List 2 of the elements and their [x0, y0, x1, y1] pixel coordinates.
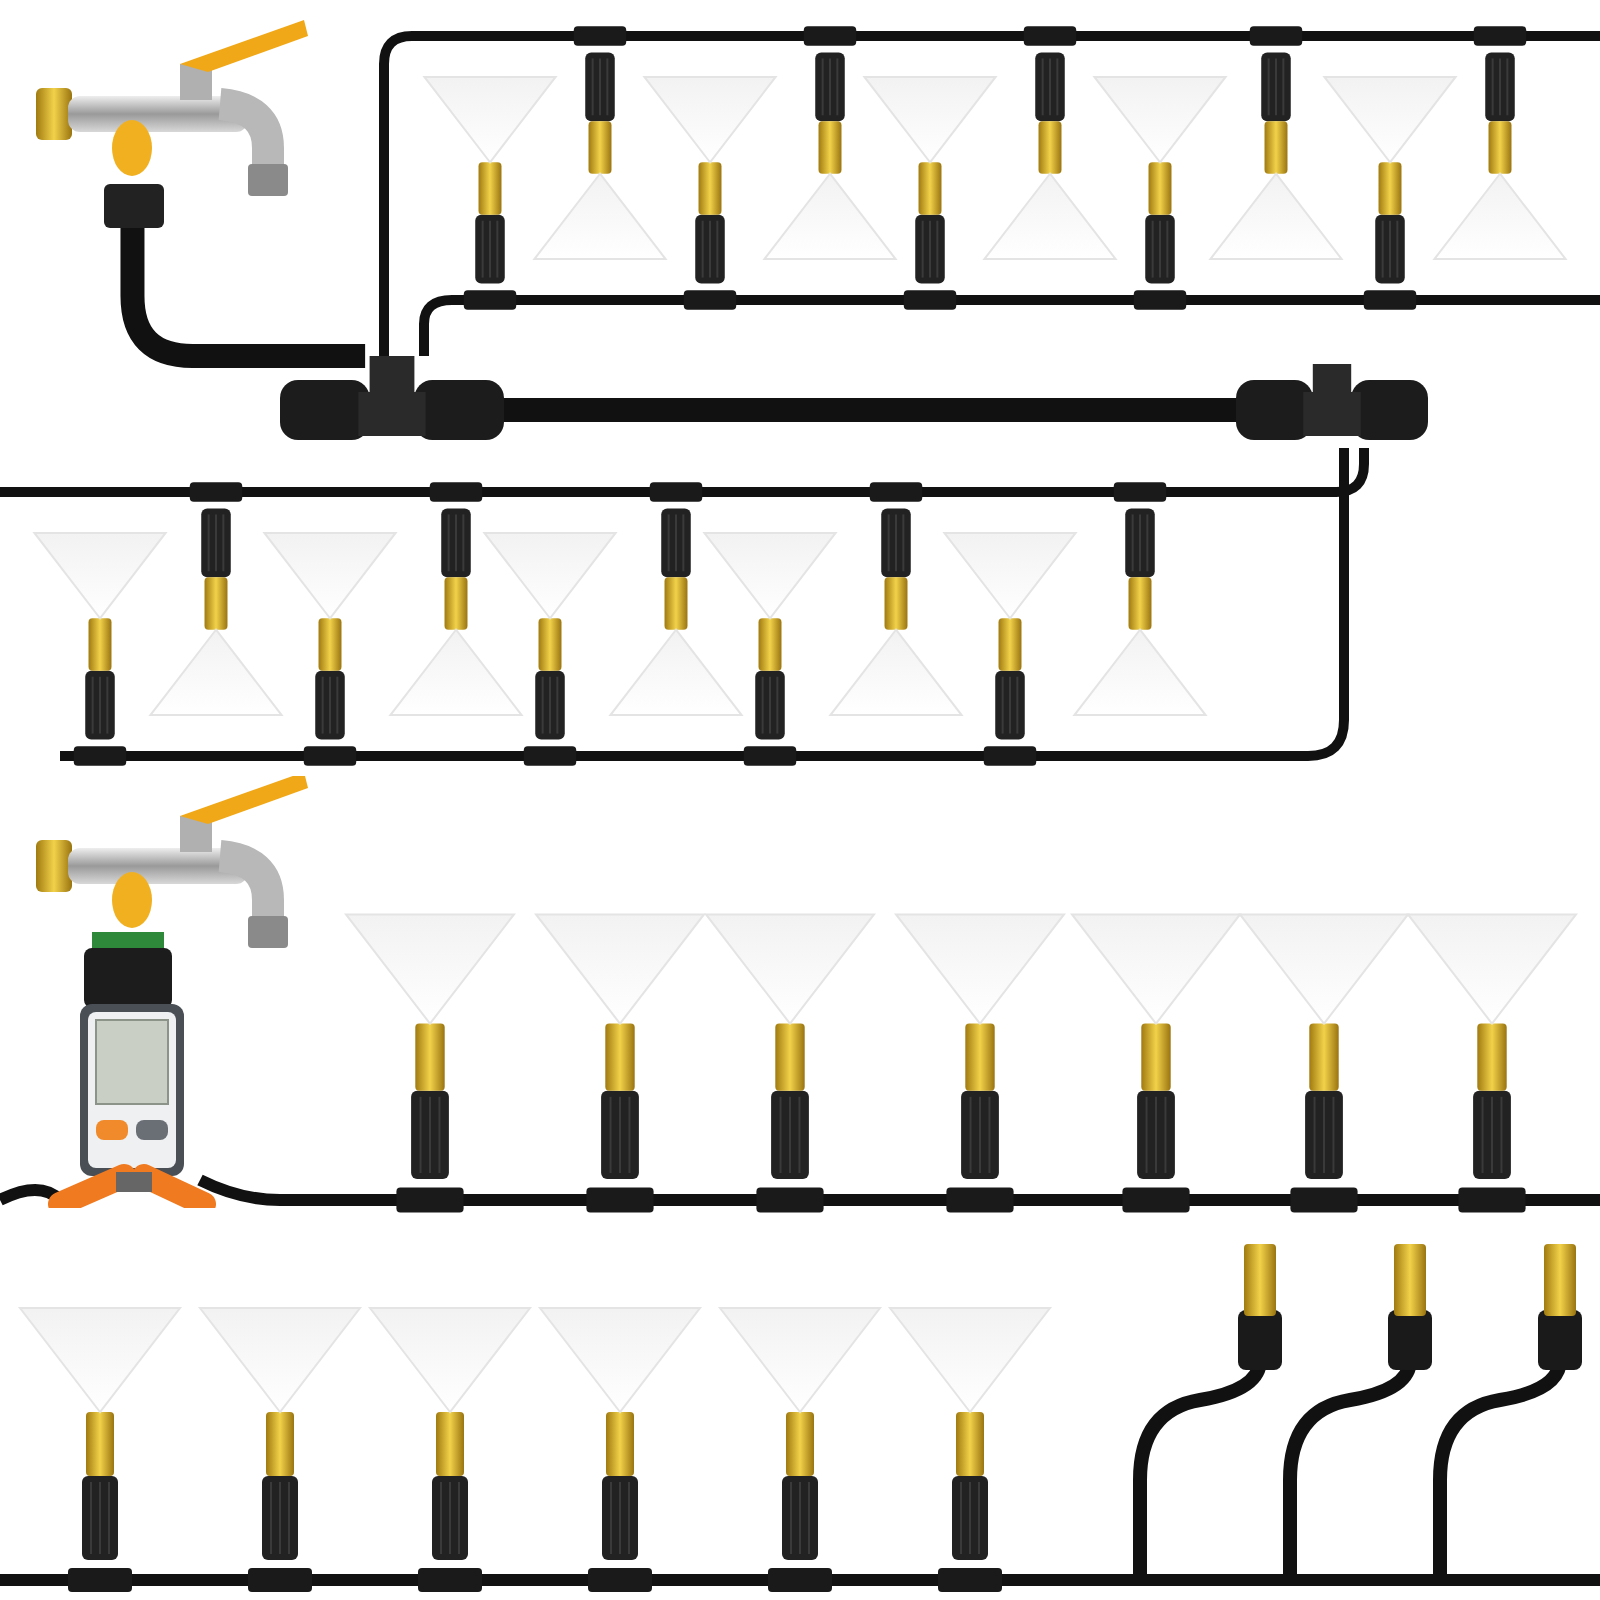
hose-pipe [120, 228, 366, 368]
hose-pipe [504, 398, 1236, 422]
